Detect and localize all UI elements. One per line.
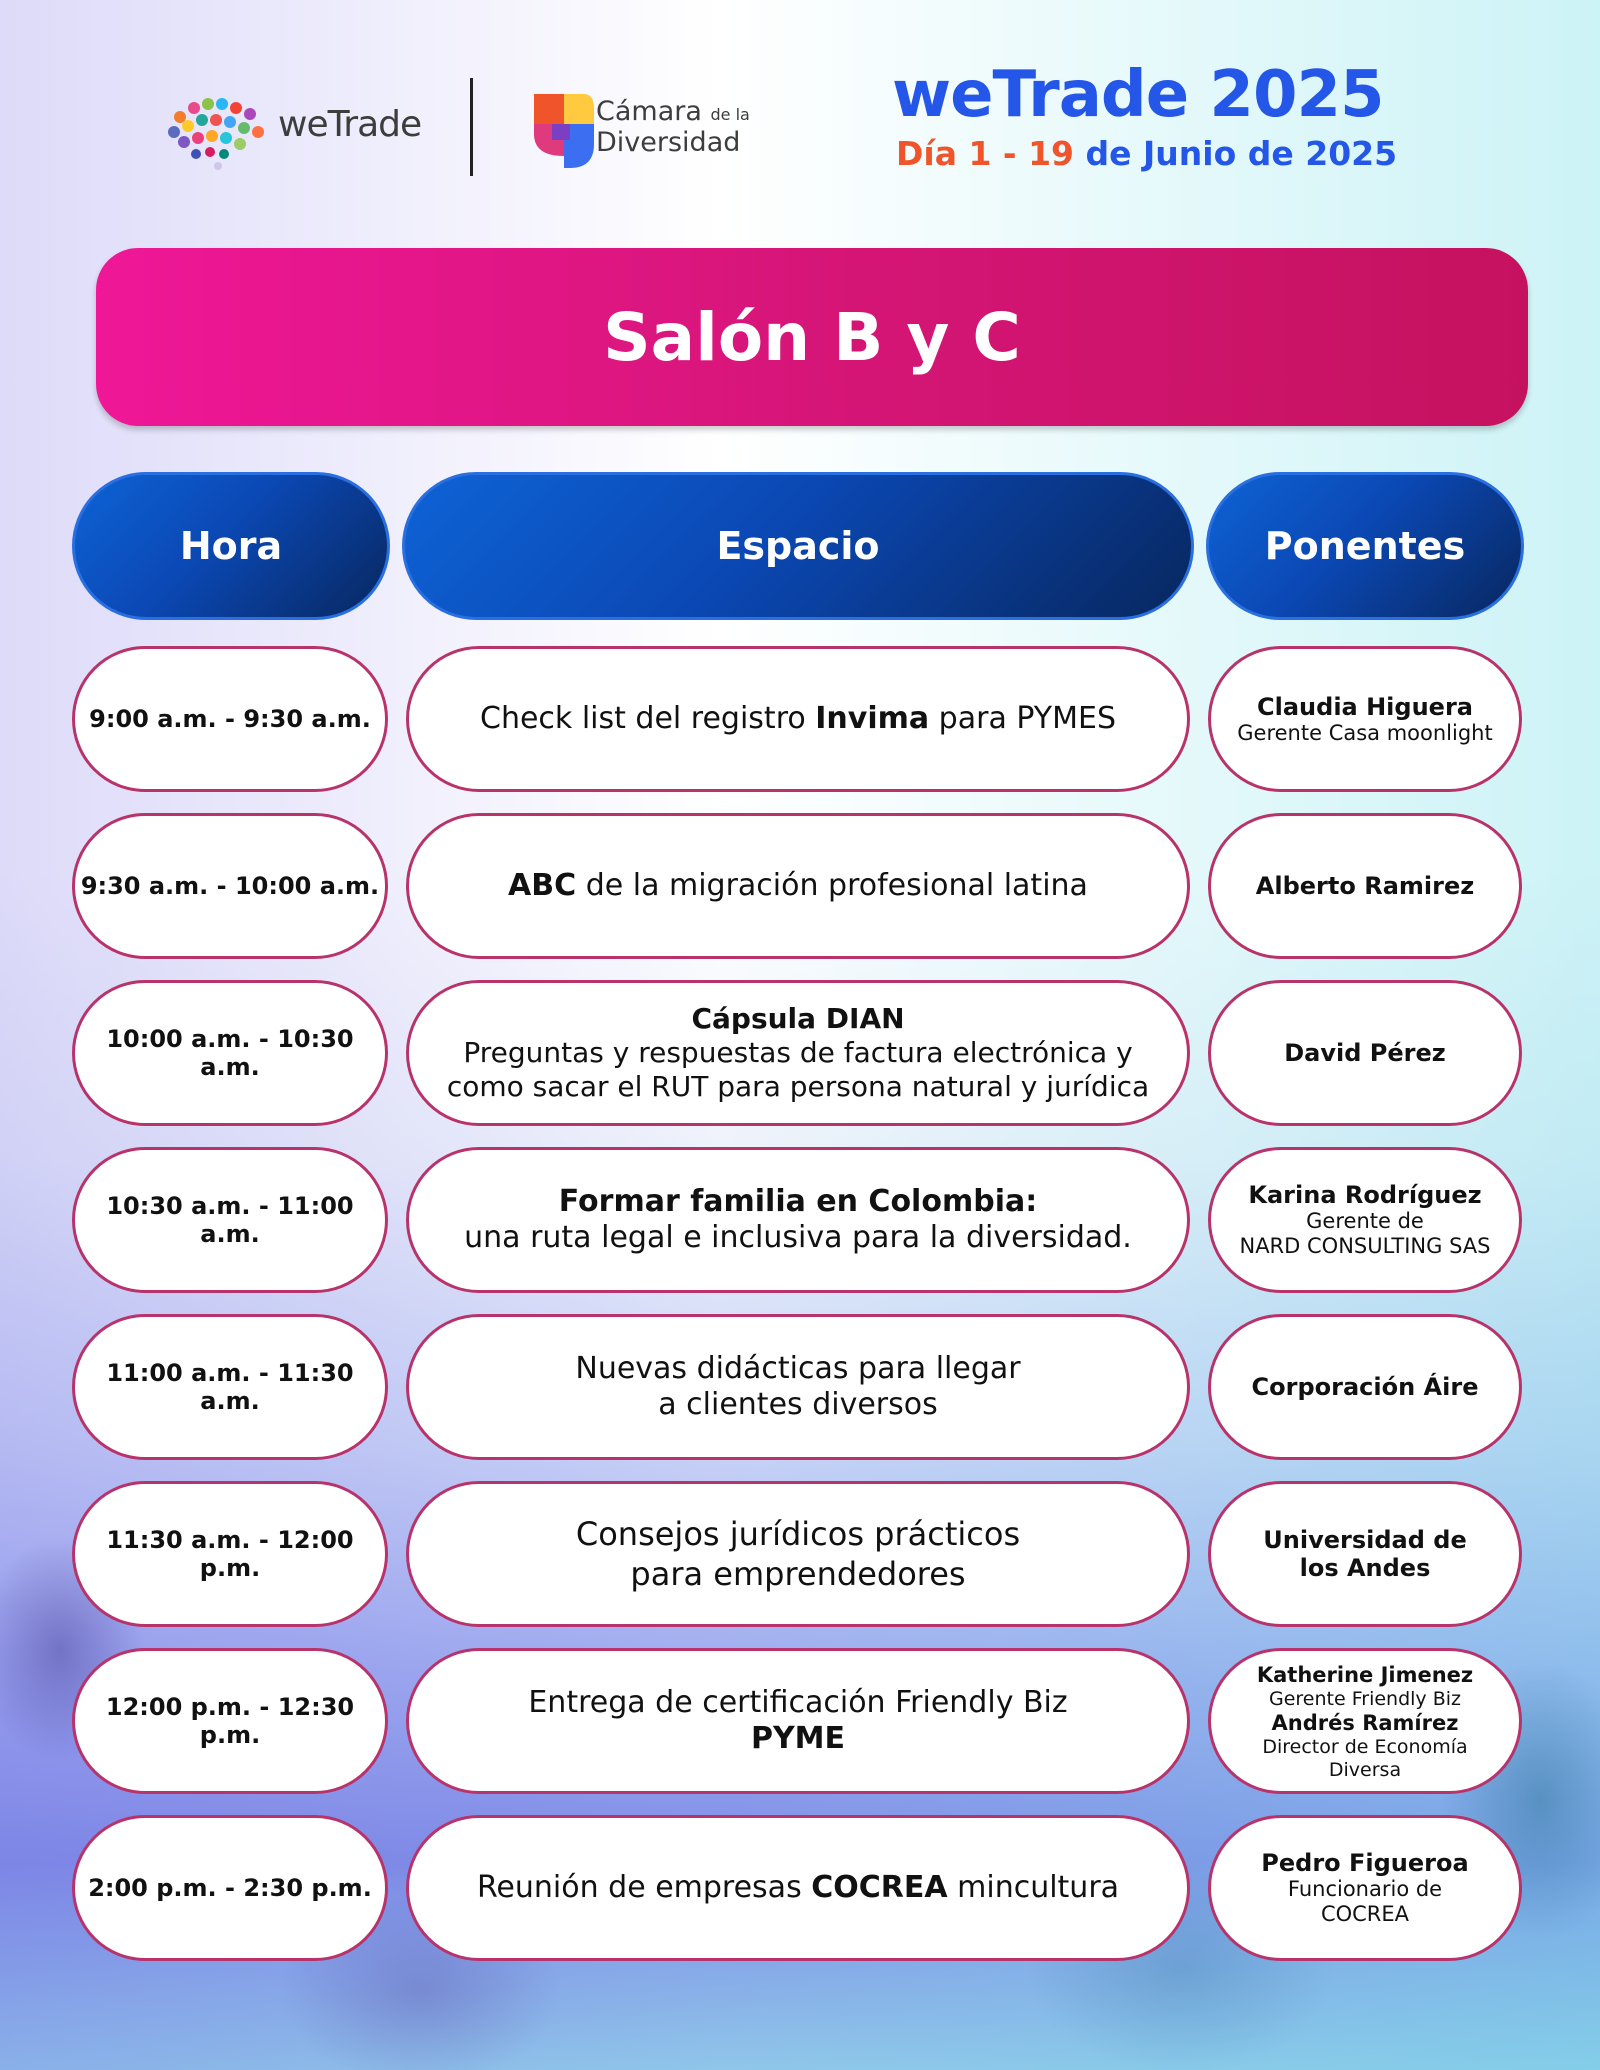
row-7-hora: 12:00 p.m. - 12:30 p.m. (72, 1648, 388, 1794)
session-text: para PYMES (929, 701, 1116, 736)
session-bold: PYME (750, 1721, 846, 1756)
date-prefix: Día 1 - 19 (896, 134, 1075, 173)
row-8-hora: 2:00 p.m. - 2:30 p.m. (72, 1815, 388, 1961)
session-text: una ruta legal e inclusiva para la diver… (464, 1220, 1132, 1255)
session-bold: Invima (815, 701, 930, 736)
speaker-name: Pedro Figueroa (1261, 1849, 1469, 1877)
row-2-ponentes: Alberto Ramirez (1208, 813, 1522, 959)
speaker-name: los Andes (1299, 1554, 1431, 1582)
camara-logo-small: de la (710, 105, 750, 124)
row-4-espacio: Formar familia en Colombia: una ruta leg… (406, 1147, 1190, 1293)
row-6-ponentes: Universidad de los Andes (1208, 1481, 1522, 1627)
speaker-name: Universidad de (1263, 1526, 1467, 1554)
speaker-role: COCREA (1320, 1902, 1410, 1926)
session-text: Consejos jurídicos prácticos (575, 1515, 1021, 1553)
speaker-name: Katherine Jimenez (1256, 1662, 1474, 1687)
speaker-name: Andrés Ramírez (1271, 1710, 1459, 1735)
speaker-role: Director de Economía (1262, 1735, 1468, 1758)
session-text: mincultura (947, 1870, 1120, 1905)
column-header-ponentes: Ponentes (1206, 472, 1524, 620)
room-title: Salón B y C (603, 298, 1021, 376)
row-1-espacio: Check list del registro Invima para PYME… (406, 646, 1190, 792)
row-1-ponentes: Claudia Higuera Gerente Casa moonlight (1208, 646, 1522, 792)
camara-diversidad-logo-text: Cámara de la Diversidad (596, 98, 750, 157)
session-bold: ABC (508, 868, 577, 903)
speaker-name: David Pérez (1284, 1039, 1446, 1067)
speaker-name: Karina Rodríguez (1248, 1181, 1482, 1209)
row-2-espacio: ABC de la migración profesional latina (406, 813, 1190, 959)
column-header-espacio: Espacio (402, 472, 1194, 620)
speaker-name: Claudia Higuera (1257, 692, 1473, 721)
row-3-hora: 10:00 a.m. - 10:30 a.m. (72, 980, 388, 1126)
speaker-name: Alberto Ramirez (1255, 872, 1475, 900)
session-bold: COCREA (811, 1870, 948, 1905)
room-banner: Salón B y C (96, 248, 1528, 426)
row-6-hora: 11:30 a.m. - 12:00 p.m. (72, 1481, 388, 1627)
row-5-hora: 11:00 a.m. - 11:30 a.m. (72, 1314, 388, 1460)
session-title: Formar familia en Colombia: (558, 1184, 1038, 1219)
session-text: Nuevas didácticas para llegar (575, 1351, 1021, 1386)
camara-logo-line1: Cámara (596, 96, 702, 127)
row-6-espacio: Consejos jurídicos prácticos para empren… (406, 1481, 1190, 1627)
wetrade-logo-text: weTrade (278, 104, 422, 145)
session-text: a clientes diversos (658, 1387, 938, 1422)
event-title: weTrade 2025 (892, 58, 1385, 132)
camara-logo-line2: Diversidad (596, 127, 741, 158)
column-header-hora: Hora (72, 472, 390, 620)
row-4-hora: 10:30 a.m. - 11:00 a.m. (72, 1147, 388, 1293)
row-4-ponentes: Karina Rodríguez Gerente de NARD CONSULT… (1208, 1147, 1522, 1293)
row-7-espacio: Entrega de certificación Friendly Biz PY… (406, 1648, 1190, 1794)
session-text: Check list del registro (480, 701, 816, 736)
row-7-ponentes: Katherine Jimenez Gerente Friendly Biz A… (1208, 1648, 1522, 1794)
speaker-role: NARD CONSULTING SAS (1239, 1234, 1491, 1258)
row-3-ponentes: David Pérez (1208, 980, 1522, 1126)
wetrade-logo-icon (168, 98, 264, 170)
row-1-hora: 9:00 a.m. - 9:30 a.m. (72, 646, 388, 792)
row-5-ponentes: Corporación Áire (1208, 1314, 1522, 1460)
row-5-espacio: Nuevas didácticas para llegar a clientes… (406, 1314, 1190, 1460)
session-text: para emprendedores (630, 1555, 966, 1593)
row-2-hora: 9:30 a.m. - 10:00 a.m. (72, 813, 388, 959)
speaker-role: Funcionario de (1287, 1877, 1443, 1901)
session-text: de la migración profesional latina (576, 868, 1088, 903)
event-date: Día 1 - 19 de Junio de 2025 (896, 134, 1397, 173)
speaker-role: Gerente Friendly Biz (1269, 1687, 1461, 1710)
session-text: como sacar el RUT para persona natural y… (446, 1070, 1150, 1103)
row-3-espacio: Cápsula DIAN Preguntas y respuestas de f… (406, 980, 1190, 1126)
row-8-espacio: Reunión de empresas COCREA mincultura (406, 1815, 1190, 1961)
session-text: Entrega de certificación Friendly Biz (528, 1685, 1068, 1720)
session-text: Reunión de empresas (476, 1870, 812, 1905)
logo-divider (470, 78, 473, 176)
session-title: Cápsula DIAN (691, 1002, 905, 1035)
speaker-role: Gerente Casa moonlight (1237, 720, 1493, 745)
date-suffix: de Junio de 2025 (1085, 134, 1398, 173)
speaker-role: Gerente de (1306, 1209, 1424, 1233)
row-8-ponentes: Pedro Figueroa Funcionario de COCREA (1208, 1815, 1522, 1961)
speaker-name: Corporación Áire (1251, 1373, 1479, 1401)
camara-diversidad-logo-icon (534, 94, 594, 168)
session-text: Preguntas y respuestas de factura electr… (463, 1036, 1133, 1069)
speaker-role: Diversa (1328, 1758, 1402, 1781)
